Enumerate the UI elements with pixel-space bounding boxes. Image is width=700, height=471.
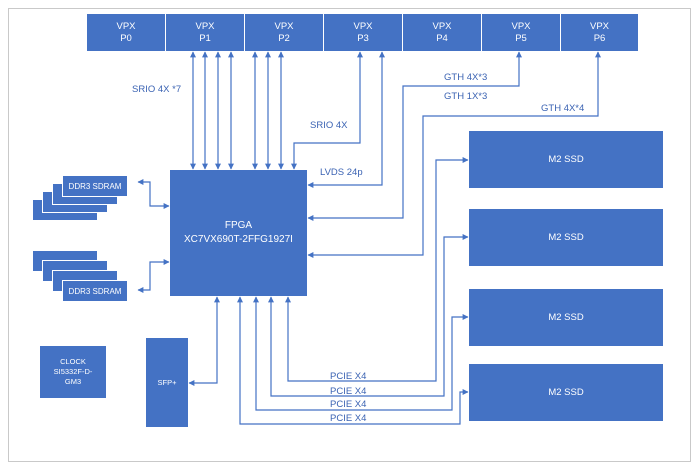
vpx-p4-block: VPX P4: [403, 14, 482, 51]
clock-line-2: SI5332F-D-: [53, 367, 93, 376]
pcie-label-2: PCIE X4: [330, 386, 367, 397]
sfp-block: SFP+: [146, 338, 188, 427]
ddr-link-top: [137, 179, 170, 209]
srio-4x-label: SRIO 4X: [310, 120, 348, 131]
vpx-port: P2: [278, 32, 290, 44]
vpx-name: VPX: [432, 20, 452, 32]
diagram-frame: [8, 8, 691, 462]
vpx-name: VPX: [195, 20, 215, 32]
vpx-p3-block: VPX P3: [324, 14, 403, 51]
vpx-name: VPX: [511, 20, 531, 32]
vpx-name: VPX: [353, 20, 373, 32]
fpga-title: FPGA: [224, 220, 253, 231]
ddr-bottom-block: DDR3 SDRAM: [62, 280, 128, 302]
vpx-name: VPX: [116, 20, 136, 32]
srio-4x7-label: SRIO 4X *7: [132, 84, 182, 95]
ddr-top-block: DDR3 SDRAM: [62, 175, 128, 197]
vpx-p5-block: VPX P5: [482, 14, 561, 51]
m2-ssd-block-4: M2 SSD: [469, 364, 663, 421]
pcie-label-4: PCIE X4: [330, 413, 367, 424]
gth-1x3-label: GTH 1X*3: [444, 91, 488, 102]
gth-4x3-label: GTH 4X*3: [444, 72, 488, 83]
fpga-block: FPGA XC7VX690T-2FFG1927I: [170, 170, 307, 296]
clock-block: CLOCK SI5332F-D- GM3: [40, 346, 106, 398]
vpx-port: P3: [357, 32, 369, 44]
lvds-label: LVDS 24p: [320, 167, 363, 178]
vpx-port: P4: [436, 32, 448, 44]
vpx-name: VPX: [274, 20, 294, 32]
pcie-link-4: [237, 296, 469, 425]
m2-ssd-block-3: M2 SSD: [469, 289, 663, 346]
srio-p3-link: [291, 51, 363, 170]
clock-line-1: CLOCK: [60, 357, 86, 366]
sfp-link: [188, 296, 220, 386]
pcie-link-1: [285, 157, 469, 382]
vpx-p2-block: VPX P2: [245, 14, 324, 51]
vpx-port: P1: [199, 32, 211, 44]
gth-4x4-label: GTH 4X*4: [541, 103, 585, 114]
m2-ssd-block-2: M2 SSD: [469, 209, 663, 266]
vpx-p1-block: VPX P1: [166, 14, 245, 51]
vpx-port: P0: [120, 32, 132, 44]
m2-ssd-block-1: M2 SSD: [469, 131, 663, 188]
vpx-port: P6: [593, 32, 606, 44]
pcie-label-3: PCIE X4: [330, 399, 367, 410]
vpx-p6-block: VPX P6: [561, 14, 638, 51]
vpx-name: VPX: [589, 20, 609, 32]
clock-line-3: GM3: [64, 377, 82, 386]
lvds-link: [307, 51, 385, 188]
ddr-link-bottom: [137, 259, 170, 293]
pcie-label-1: PCIE X4: [330, 371, 367, 382]
fpga-part-number: XC7VX690T-2FFG1927I: [184, 234, 293, 245]
vpx-port: P5: [515, 32, 527, 44]
vpx-p0-block: VPX P0: [87, 14, 166, 51]
